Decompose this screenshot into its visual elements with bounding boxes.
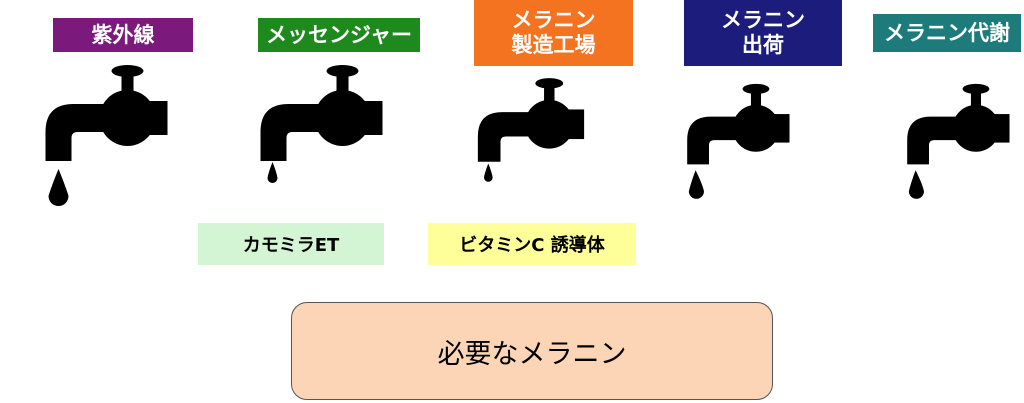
water-drop-icon bbox=[48, 169, 69, 206]
inhibitor-vitamin-c: ビタミンC 誘導体 bbox=[428, 223, 636, 265]
result-box: 必要なメラニン bbox=[291, 302, 773, 400]
faucet-icon bbox=[687, 83, 790, 199]
label-metabolism: メラニン代謝 bbox=[873, 14, 1021, 52]
label-messenger: メッセンジャー bbox=[258, 18, 420, 52]
faucet-icon bbox=[260, 65, 383, 183]
label-shipping: メラニン 出荷 bbox=[684, 0, 842, 66]
water-drop-icon bbox=[688, 170, 704, 199]
label-production: メラニン 製造工場 bbox=[474, 0, 633, 66]
faucet-icon bbox=[477, 78, 585, 182]
inhibitor-chamomile: カモミラET bbox=[198, 223, 384, 265]
faucet-icon bbox=[45, 65, 168, 206]
water-drop-icon bbox=[908, 170, 924, 199]
faucet-icon bbox=[907, 83, 1010, 199]
water-drop-icon bbox=[267, 162, 278, 183]
water-drop-icon bbox=[483, 163, 493, 182]
label-uv: 紫外線 bbox=[53, 18, 193, 52]
